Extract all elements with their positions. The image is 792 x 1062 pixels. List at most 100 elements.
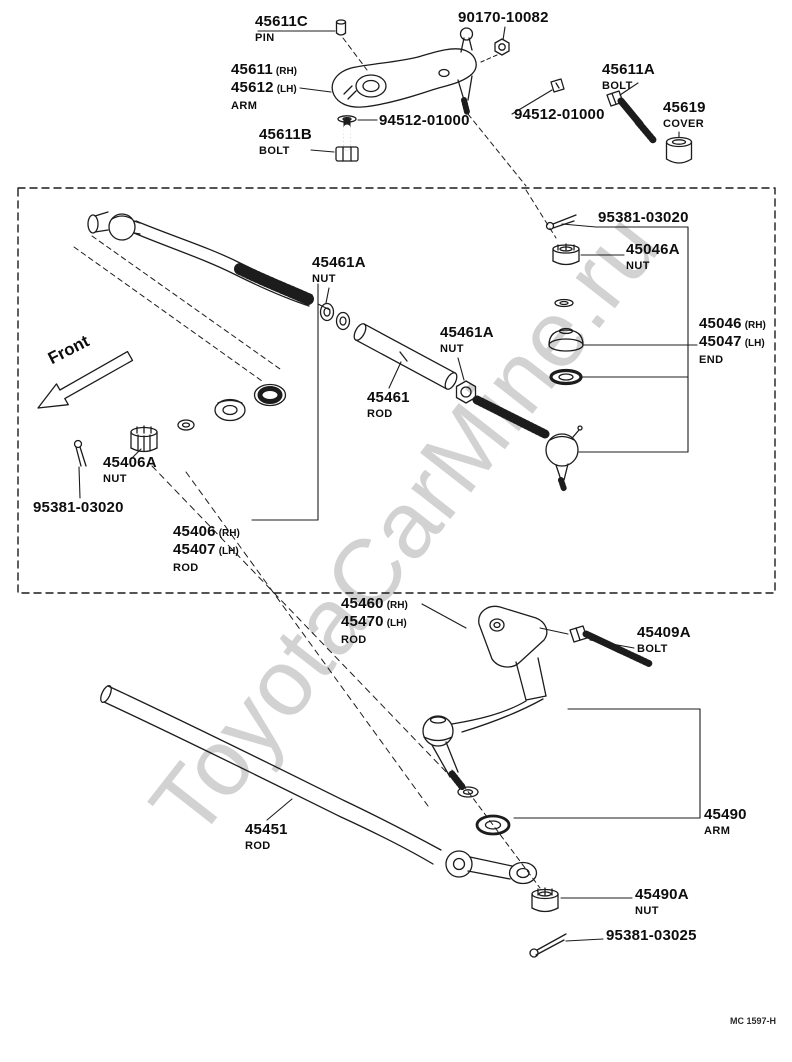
front-arrow [37, 350, 134, 409]
label-95381-03020-top: 95381-03020 [598, 210, 689, 226]
part-role: ROD [245, 840, 271, 852]
part-number-rh-row: 45406 (RH) [173, 524, 240, 542]
label-45406a: 45406A NUT [103, 455, 157, 486]
label-45406-45407-rod: 45406 (RH) 45407 (LH) ROD [173, 524, 240, 575]
bolt-45611a-art [606, 82, 658, 145]
part-number: 45611A [602, 61, 655, 78]
part-number: 95381-03025 [606, 927, 697, 944]
right-bracket-leaders [325, 223, 698, 453]
part-number: 45461A [312, 254, 366, 271]
part-role: NUT [312, 273, 336, 285]
part-number-lh-row: 45407 (LH) [173, 542, 240, 560]
part-number: 45461 [367, 389, 410, 406]
side-tag: (RH) [275, 66, 297, 77]
part-number: 45451 [245, 821, 288, 838]
part-number: 45047 [699, 333, 742, 350]
part-role: BOLT [259, 145, 290, 157]
label-45490: 45490 ARM [704, 807, 747, 838]
part-number: 45406 [173, 523, 216, 540]
label-45611b: 45611B BOLT [259, 127, 312, 158]
part-number-rh-row: 45460 (RH) [341, 596, 408, 614]
label-45046a: 45046A NUT [626, 242, 680, 273]
tie-rod-art [87, 211, 351, 331]
label-45460-45470-rod: 45460 (RH) 45470 (LH) ROD [341, 596, 408, 647]
assembly-box-outline [17, 187, 776, 594]
part-role: NUT [626, 260, 650, 272]
label-45611a: 45611A BOLT [602, 62, 655, 93]
label-90170-10082: 90170-10082 [458, 10, 549, 26]
label-45461: 45461 ROD [367, 390, 410, 421]
side-tag: (LH) [386, 618, 407, 629]
part-number: 45612 [231, 79, 274, 96]
side-tag: (RH) [744, 320, 766, 331]
part-number-lh-row: 45470 (LH) [341, 614, 408, 632]
part-number: 45046 [699, 315, 742, 332]
bolt-45611b-art [310, 115, 378, 162]
part-number: 94512-01000 [379, 112, 470, 129]
part-number: 45046A [626, 241, 680, 258]
part-number: 45619 [663, 99, 706, 116]
nut-90170-art [480, 26, 510, 63]
side-tag: (RH) [218, 528, 240, 539]
part-number: 45406A [103, 454, 157, 471]
part-role: ROD [173, 562, 199, 574]
tie-rod-end-hardware-art [545, 214, 584, 386]
label-45461a-upper: 45461A NUT [312, 255, 366, 286]
part-number-lh-row: 45047 (LH) [699, 334, 766, 352]
part-number: 45611C [255, 13, 308, 30]
label-94512-01000-left: 94512-01000 [379, 113, 470, 129]
side-tag: (LH) [744, 338, 765, 349]
part-number: 45490A [635, 886, 689, 903]
part-number: 95381-03020 [33, 499, 124, 516]
part-number: 95381-03020 [598, 209, 689, 226]
idler-arm-hardware-art [529, 887, 567, 958]
part-role: ROD [341, 634, 367, 646]
part-role: NUT [635, 905, 659, 917]
part-number: 45460 [341, 595, 384, 612]
bottom-leaders [266, 603, 701, 942]
label-95381-03020-left: 95381-03020 [33, 500, 124, 516]
part-number: 45409A [637, 624, 691, 641]
part-role: NUT [440, 343, 464, 355]
part-role: BOLT [637, 643, 668, 655]
part-number: 45470 [341, 613, 384, 630]
adjust-tube-45461-art [353, 323, 458, 390]
part-number: 45407 [173, 541, 216, 558]
cover-45619-art [665, 131, 693, 164]
label-45611c: 45611C PIN [255, 14, 308, 45]
label-45490a: 45490A NUT [635, 887, 689, 918]
part-role: PIN [255, 32, 275, 44]
leader-arm-label [299, 87, 332, 93]
part-number-lh-row: 45612 (LH) [231, 80, 297, 98]
part-role: BOLT [602, 80, 633, 92]
part-number: 45490 [704, 806, 747, 823]
label-45409a: 45409A BOLT [637, 625, 691, 656]
part-number: 45461A [440, 324, 494, 341]
relay-rod-45451-art [100, 685, 538, 885]
part-number-rh-row: 45046 (RH) [699, 316, 766, 334]
part-role: ARM [704, 825, 731, 837]
construction-lines [73, 235, 453, 807]
knuckle-arm-art [331, 27, 557, 239]
label-45461a-lower: 45461A NUT [440, 325, 494, 356]
doc-code: MC 1597-H [730, 1016, 777, 1026]
part-number: 90170-10082 [458, 9, 549, 26]
cotter-pin-45611c-art [257, 19, 368, 71]
part-role: END [699, 354, 724, 366]
bolt-45409a-art [539, 625, 654, 668]
inner-socket-hardware-art [73, 383, 287, 467]
tie-rod-end-45046-art [455, 380, 583, 492]
part-number: 45611 [231, 61, 273, 78]
label-45619: 45619 COVER [663, 100, 706, 131]
part-role: ARM [231, 100, 258, 112]
part-number: 94512-01000 [514, 106, 605, 123]
part-number-rh-row: 45611 (RH) [231, 62, 297, 80]
washer-94512-right-art [511, 78, 565, 115]
part-number: 45611B [259, 126, 312, 143]
label-94512-01000-right: 94512-01000 [514, 107, 605, 123]
side-tag: (RH) [386, 600, 408, 611]
label-95381-03025: 95381-03025 [606, 928, 697, 944]
label-45046-45047-end: 45046 (RH) 45047 (LH) END [699, 316, 766, 367]
